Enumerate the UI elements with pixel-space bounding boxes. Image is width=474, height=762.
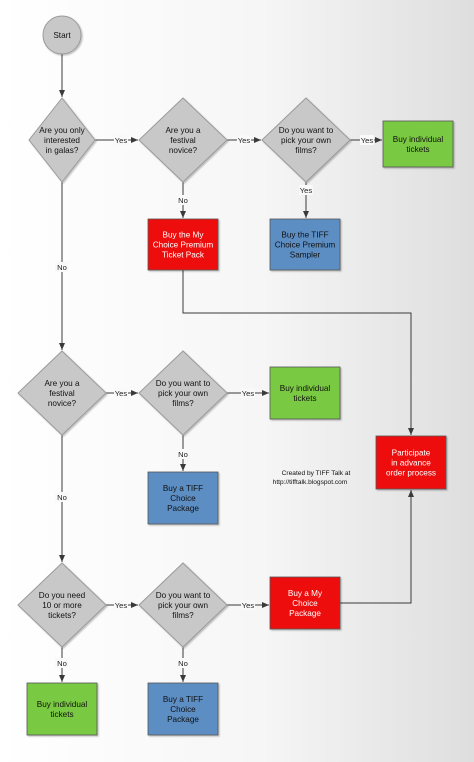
process-box: [382, 120, 454, 168]
edge-label-yes: Yes: [300, 186, 313, 195]
decision-diamond: [17, 562, 107, 648]
edge-label-bg: [176, 195, 190, 205]
edge-label-bg: [241, 388, 255, 398]
edge-label-bg: [114, 388, 128, 398]
node-start: Start: [42, 15, 82, 55]
edge-label-bg: [176, 449, 190, 459]
edge-label-bg: [299, 185, 313, 195]
edge-label-yes: Yes: [115, 389, 128, 398]
edge-label-no: No: [178, 196, 188, 205]
decision-diamond: [138, 562, 228, 648]
process-box: [26, 682, 98, 736]
edge-label-bg: [114, 600, 128, 610]
edge-label-yes: Yes: [242, 601, 255, 610]
process-box: [375, 435, 447, 490]
edge-label-bg: [176, 658, 190, 668]
process-box: [147, 471, 219, 525]
process-box: [269, 576, 341, 630]
edge-label-bg: [237, 135, 251, 145]
decision-diamond: [28, 97, 96, 183]
edge-label-bg: [360, 135, 374, 145]
edge-label-bg: [241, 600, 255, 610]
edge-label-yes: Yes: [238, 136, 251, 145]
edge-label-no: No: [178, 659, 188, 668]
edge-label-bg: [114, 135, 128, 145]
edge-label-bg: [55, 658, 69, 668]
decision-diamond: [138, 97, 228, 183]
credit-line-1: Created by TIFF Talk at: [282, 470, 351, 477]
edge-label-no: No: [57, 493, 67, 502]
process-box: [269, 218, 341, 271]
process-box: [147, 218, 219, 271]
decision-diamond: [17, 350, 107, 436]
credit-text: Created by TIFF Talk at http://tifftalk.…: [273, 470, 351, 486]
node-label: Start: [53, 31, 71, 40]
edge-label-yes: Yes: [242, 389, 255, 398]
edge-label-yes: Yes: [361, 136, 374, 145]
process-box: [269, 366, 341, 420]
edge-label-no: No: [178, 450, 188, 459]
edge-label-yes: Yes: [115, 136, 128, 145]
edge-label-bg: [55, 492, 69, 502]
process-box: [147, 682, 219, 736]
decision-diamond: [138, 350, 228, 436]
connector-arrow: [182, 270, 414, 435]
decision-diamond: [261, 97, 351, 183]
credit-line-2: http://tifftalk.blogspot.com: [273, 479, 348, 486]
start-circle: [42, 15, 82, 55]
edge-label-yes: Yes: [115, 601, 128, 610]
connector-arrow: [340, 490, 414, 604]
edge-label-bg: [55, 262, 69, 272]
edge-label-no: No: [57, 659, 67, 668]
edge-label-no: No: [57, 263, 67, 272]
